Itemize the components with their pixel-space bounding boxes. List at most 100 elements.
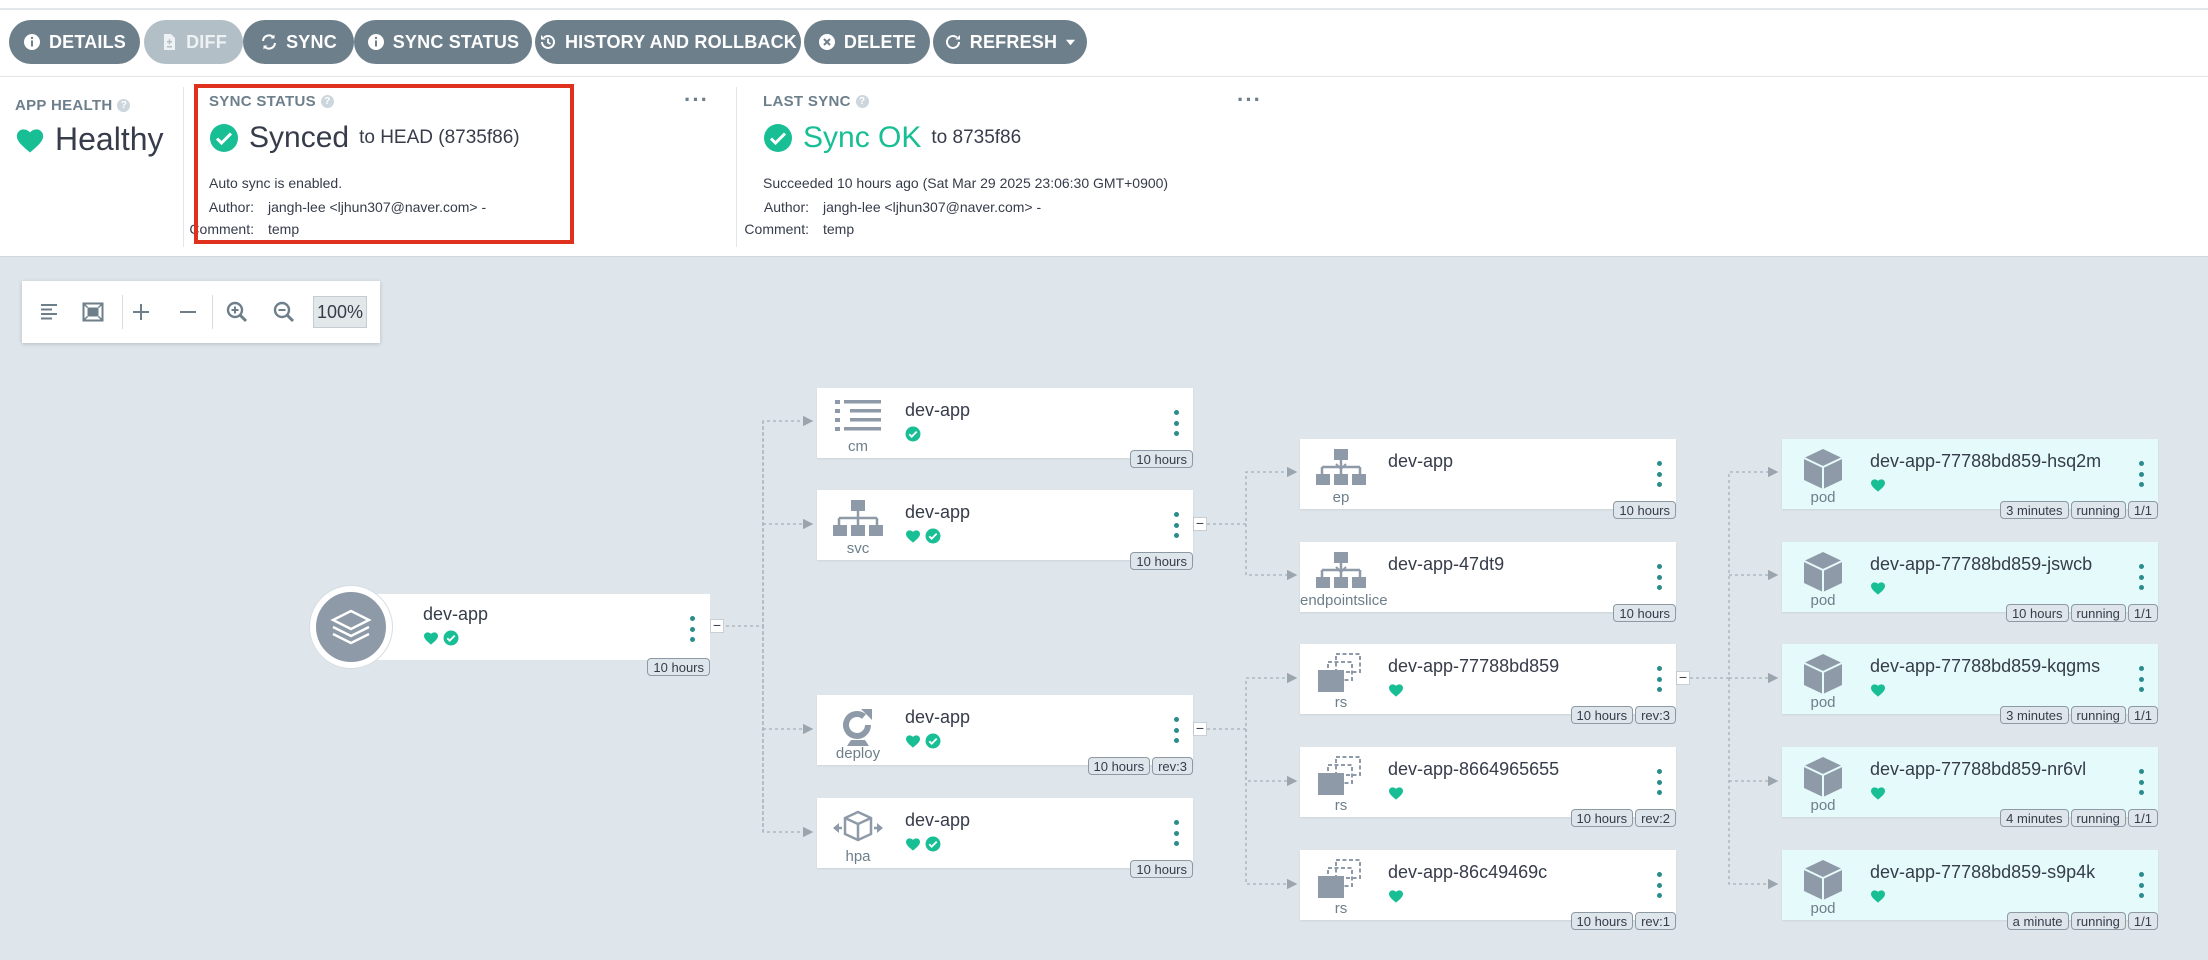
node-status — [1870, 785, 1886, 801]
details-button[interactable]: DETAILS — [9, 20, 140, 64]
collapse-toggle[interactable]: − — [710, 618, 724, 633]
fit-view-icon[interactable] — [78, 297, 108, 327]
app-node-name: dev-app — [423, 604, 489, 624]
last-sync-note: Succeeded 10 hours ago (Sat Mar 29 2025 … — [763, 175, 1169, 191]
heart-icon — [1871, 787, 1885, 800]
node-name: dev-app-77788bd859-hsq2m — [1870, 451, 2102, 471]
collapse-toggle[interactable]: − — [1676, 670, 1690, 685]
help-icon[interactable]: ? — [855, 95, 869, 108]
delete-button[interactable]: DELETE — [804, 20, 930, 64]
node-menu-icon[interactable] — [2138, 769, 2144, 795]
sync-button[interactable]: SYNC — [243, 20, 354, 64]
history-rollback-button[interactable]: HISTORY AND ROLLBACK — [535, 20, 801, 64]
last-sync-text: Sync OK — [803, 121, 922, 154]
node-tag: rev:3 — [1152, 757, 1193, 775]
node-tag: 10 hours — [1130, 552, 1193, 570]
node-tag: a minute — [2006, 912, 2069, 930]
node-name: dev-app-77788bd859-nr6vl — [1870, 759, 2087, 779]
more-options-icon[interactable]: ··· — [684, 87, 709, 112]
last-sync-title: LAST SYNC ? — [763, 93, 869, 110]
more-options-icon[interactable]: ··· — [1237, 87, 1262, 112]
node-name: dev-app-77788bd859-kqgms — [1870, 656, 2101, 676]
collapse-toggle[interactable]: − — [1193, 721, 1207, 736]
node-menu-icon[interactable] — [690, 616, 696, 642]
help-icon[interactable]: ? — [320, 95, 334, 108]
node-menu-icon[interactable] — [1656, 769, 1662, 795]
sync-status-button[interactable]: SYNC STATUS — [354, 20, 532, 64]
node-menu-icon[interactable] — [1656, 461, 1662, 487]
node-tag: 1/1 — [2127, 604, 2158, 622]
collapse-toggle[interactable]: − — [1193, 516, 1207, 531]
node-menu-icon[interactable] — [2138, 461, 2144, 487]
node-tag: 3 minutes — [2000, 706, 2069, 724]
node-status — [1870, 888, 1886, 904]
node-name: dev-app-77788bd859-s9p4k — [1870, 862, 2096, 882]
app-node[interactable]: dev-app 10 hours — [310, 586, 710, 676]
refresh-button[interactable]: REFRESH — [933, 20, 1087, 64]
node-kind: svc — [846, 540, 870, 557]
zoom-out-icon[interactable] — [269, 297, 299, 327]
node-tag: 1/1 — [2127, 706, 2158, 724]
author-value: jangh-lee <ljhun307@naver.com> - — [268, 199, 487, 215]
node-menu-icon[interactable] — [1173, 717, 1179, 743]
minus-icon[interactable] — [173, 297, 203, 327]
node-kind: rs — [1334, 694, 1348, 711]
node-kind: pod — [1810, 694, 1836, 711]
refresh-icon — [945, 34, 960, 49]
node-kind: ep — [1332, 489, 1350, 506]
heart-icon — [1871, 890, 1885, 903]
node-status — [1870, 477, 1886, 493]
help-icon[interactable]: ? — [117, 99, 131, 112]
pod-icon — [1796, 652, 1850, 696]
info-icon — [367, 34, 384, 50]
app-node-status — [423, 630, 459, 646]
node-tag: running — [2070, 809, 2126, 827]
node-menu-icon[interactable] — [1173, 820, 1179, 846]
history-icon — [540, 34, 555, 49]
check-circle-icon — [925, 836, 941, 852]
node-menu-icon[interactable] — [2138, 564, 2144, 590]
app-health-value: Healthy — [15, 121, 164, 158]
node-name: dev-app-86c49469c — [1388, 862, 1548, 882]
pod-icon — [1796, 858, 1850, 902]
node-menu-icon[interactable] — [1173, 512, 1179, 538]
node-status — [905, 733, 941, 749]
last-sync-value: Sync OK to 8735f86 — [763, 121, 1021, 155]
node-menu-icon[interactable] — [1656, 564, 1662, 590]
node-menu-icon[interactable] — [2138, 872, 2144, 898]
node-tag: rev:2 — [1635, 809, 1676, 827]
pod-icon — [1796, 447, 1850, 491]
check-circle-icon — [905, 426, 921, 442]
zoom-in-icon[interactable] — [222, 297, 252, 327]
node-menu-icon[interactable] — [1173, 410, 1179, 436]
heart-icon — [424, 632, 438, 645]
node-tag: 10 hours — [1130, 860, 1193, 878]
node-menu-icon[interactable] — [2138, 666, 2144, 692]
align-left-icon[interactable] — [34, 297, 64, 327]
node-menu-icon[interactable] — [1656, 666, 1662, 692]
heart-icon — [906, 838, 920, 851]
node-name: dev-app — [905, 810, 971, 830]
node-menu-icon[interactable] — [1656, 872, 1662, 898]
plus-icon[interactable] — [126, 297, 156, 327]
diff-button[interactable]: DIFF — [144, 20, 243, 64]
heart-icon — [1389, 684, 1403, 697]
